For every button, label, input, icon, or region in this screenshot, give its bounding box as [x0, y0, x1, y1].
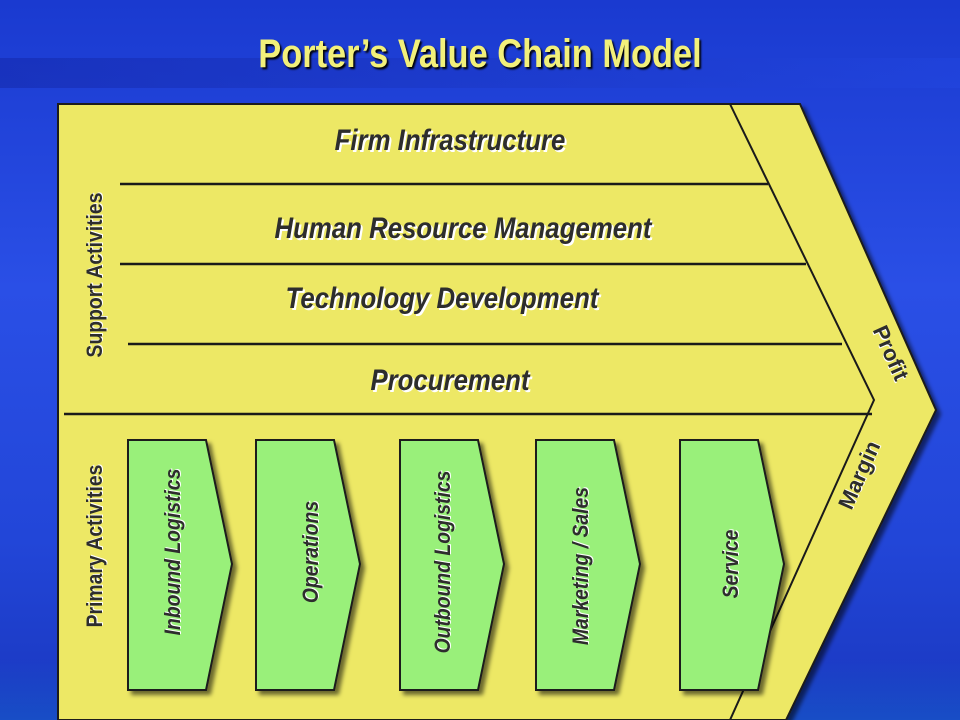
svg-text:Primary Activities: Primary Activities [84, 464, 108, 627]
svg-text:Human Resource Management: Human Resource Management [277, 213, 655, 246]
page-title: Porter’s Value Chain Model [258, 32, 702, 76]
primary-activities-side-label: Primary Activities Primary Activities [83, 464, 108, 628]
primary-label-operations: Operations [299, 501, 323, 603]
support-activities-side-label: Support Activities Support Activities [83, 192, 108, 358]
primary-label-inbound-logistics: Inbound Logistics [161, 469, 185, 636]
support-activity-firm-infrastructure: Firm Infrastructure Firm Infrastructure [335, 123, 568, 158]
primary-activity-outbound-logistics: Outbound Logistics Outbound Logistics [399, 439, 506, 691]
svg-text:Service: Service [720, 529, 744, 598]
primary-label-outbound-logistics: Outbound Logistics [431, 471, 455, 654]
support-label-firm-infrastructure: Firm Infrastructure [335, 123, 566, 156]
svg-text:Support Activities: Support Activities [84, 192, 108, 357]
support-label-procurement: Procurement [370, 363, 531, 396]
svg-text:Procurement: Procurement [372, 365, 533, 398]
primary-label-marketing-sales: Marketing / Sales [569, 487, 593, 645]
svg-text:Outbound Logistics: Outbound Logistics [432, 470, 456, 653]
support-activity-procurement: Procurement Procurement [370, 363, 533, 398]
primary-activity-service: Service Service [679, 439, 786, 691]
support-activities-label: Support Activities [83, 193, 107, 358]
svg-text:Firm Infrastructure: Firm Infrastructure [337, 125, 568, 158]
support-activity-hrm: Human Resource Management Human Resource… [275, 211, 655, 246]
primary-activity-operations: Operations Operations [255, 439, 362, 691]
svg-text:Marketing / Sales: Marketing / Sales [570, 486, 594, 644]
svg-text:Operations: Operations [300, 500, 324, 602]
support-label-human-resource-management: Human Resource Management [275, 211, 653, 244]
support-label-technology-development: Technology Development [286, 281, 600, 314]
svg-text:Technology Development: Technology Development [288, 283, 602, 316]
support-dividers [64, 182, 872, 416]
primary-activity-marketing-sales: Marketing / Sales Marketing / Sales [535, 439, 642, 691]
primary-activities-label: Primary Activities [83, 465, 107, 628]
support-activity-technology: Technology Development Technology Develo… [286, 281, 602, 316]
svg-text:Inbound Logistics: Inbound Logistics [162, 468, 186, 635]
primary-label-service: Service [719, 530, 743, 599]
primary-activity-inbound-logistics: Inbound Logistics Inbound Logistics [127, 439, 234, 691]
margin-boundary-line [729, 103, 876, 720]
